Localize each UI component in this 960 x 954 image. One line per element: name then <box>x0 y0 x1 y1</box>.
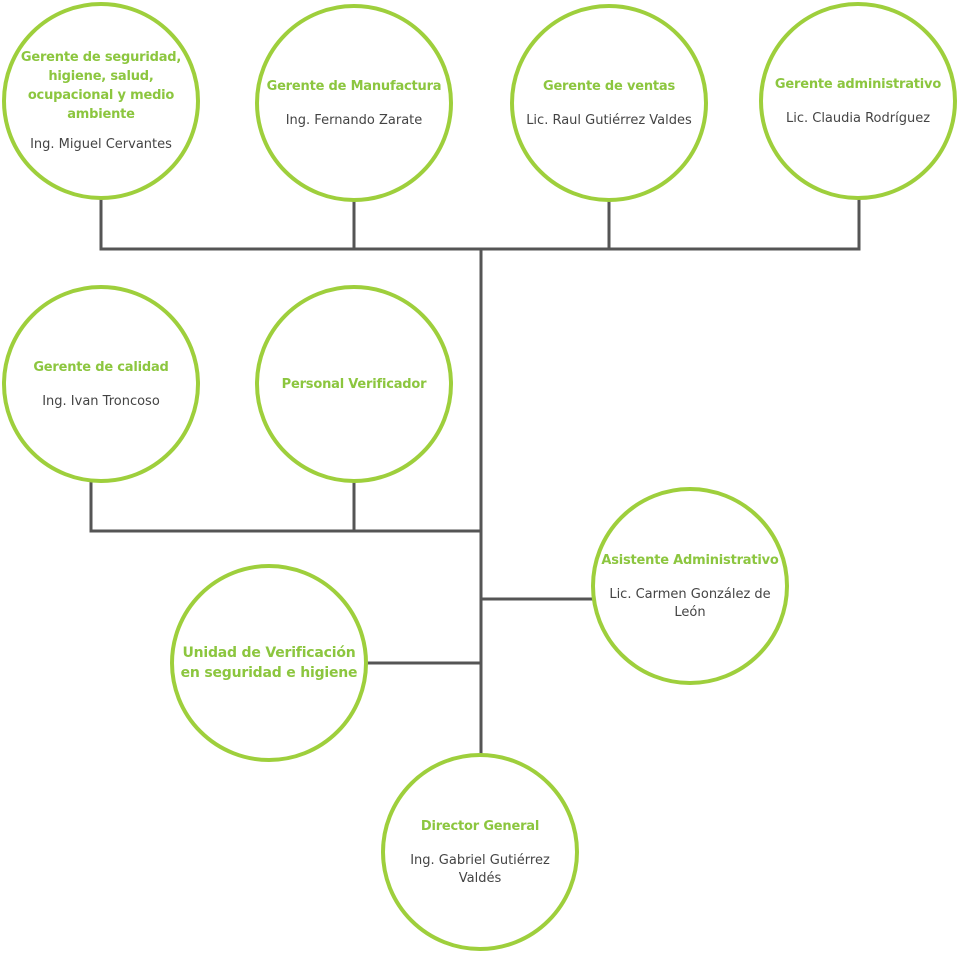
node-asistente-administrativo: Asistente Administrativo Lic. Carmen Gon… <box>591 487 789 685</box>
node-name: Lic. Carmen González de León <box>609 586 771 620</box>
node-title: Personal Verificador <box>281 376 427 392</box>
node-name: Lic. Claudia Rodríguez <box>785 110 931 126</box>
node-title: Unidad de Verificación en seguridad e hi… <box>180 645 358 681</box>
node-title: Gerente de calidad <box>33 359 169 375</box>
node-title: Gerente de seguridad, higiene, salud, oc… <box>20 50 182 122</box>
node-title: Director General <box>420 818 540 834</box>
node-title: Gerente de ventas <box>542 78 676 94</box>
node-name: Ing. Ivan Troncoso <box>42 393 160 409</box>
node-name: Lic. Raul Gutiérrez Valdes <box>526 112 692 128</box>
node-gerente-ventas: Gerente de ventas Lic. Raul Gutiérrez Va… <box>510 4 708 202</box>
node-title: Gerente de Manufactura <box>266 78 442 94</box>
node-gerente-administrativo: Gerente administrativo Lic. Claudia Rodr… <box>759 2 957 200</box>
node-gerente-manufactura: Gerente de Manufactura Ing. Fernando Zar… <box>255 4 453 202</box>
node-title: Gerente administrativo <box>774 76 942 92</box>
node-director-general: Director General Ing. Gabriel Gutiérrez … <box>381 753 579 951</box>
node-gerente-seguridad: Gerente de seguridad, higiene, salud, oc… <box>2 2 200 200</box>
node-unidad-verificacion: Unidad de Verificación en seguridad e hi… <box>170 564 368 762</box>
node-gerente-calidad: Gerente de calidad Ing. Ivan Troncoso <box>2 285 200 483</box>
node-name: Ing. Miguel Cervantes <box>30 137 172 152</box>
node-name: Ing. Gabriel Gutiérrez Valdés <box>410 852 550 886</box>
node-personal-verificador: Personal Verificador <box>255 285 453 483</box>
node-name: Ing. Fernando Zarate <box>285 112 423 128</box>
node-title: Asistente Administrativo <box>601 552 779 568</box>
